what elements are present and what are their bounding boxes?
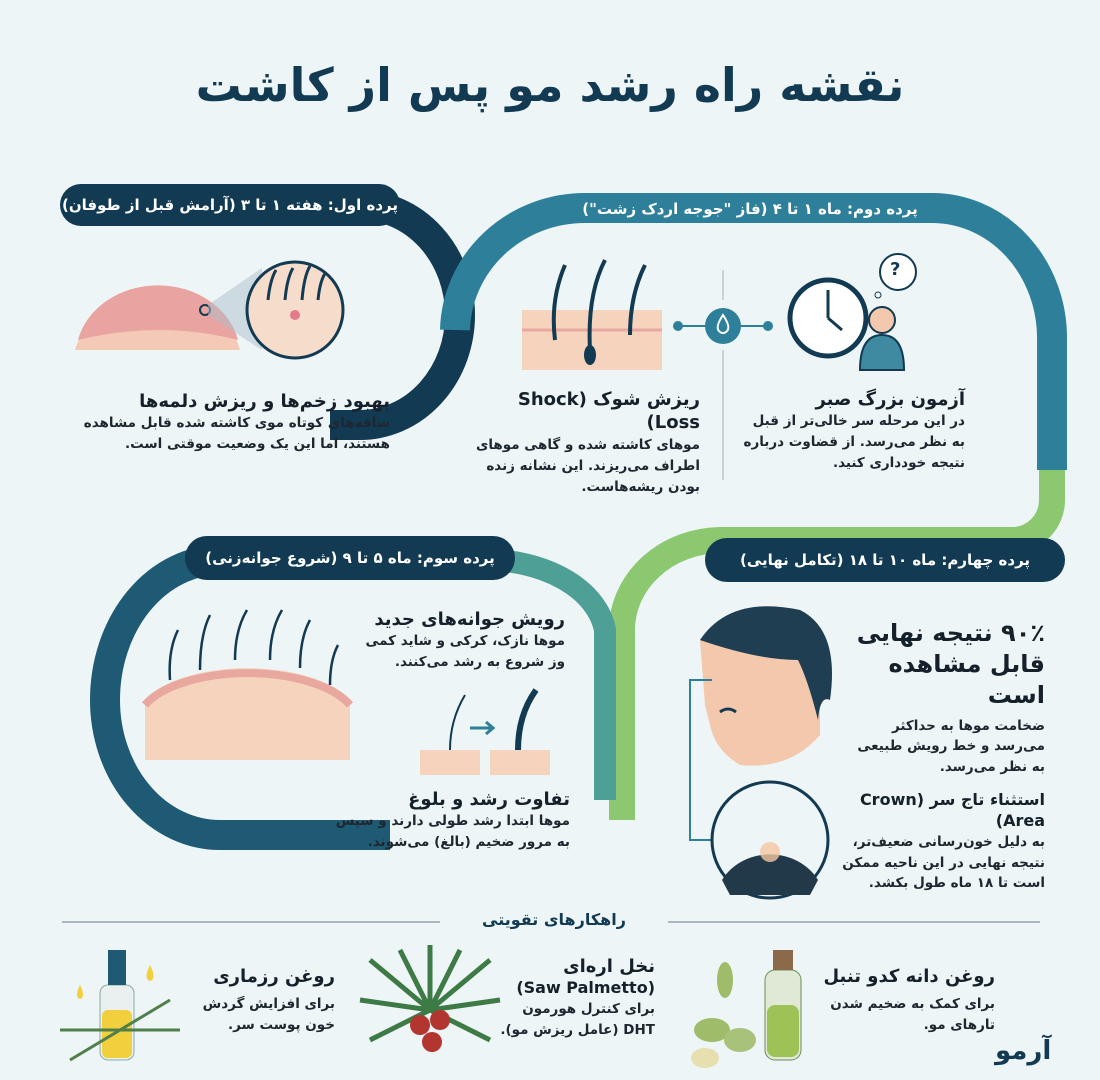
stage1-content: بهبود زخم‌ها و ریزش دلمه‌ها ساقه‌های کوت…	[60, 390, 390, 455]
stage3-sprouting: رویش جوانه‌های جدید موها نازک، کرکی و شا…	[365, 608, 565, 673]
stage2-patience: آزمون بزرگ صبر در این مرحله سر خالی‌تر ا…	[740, 388, 965, 474]
tip-rosemary-oil: روغن رزماری برای افزایش گردش خون پوست سر…	[190, 965, 335, 1036]
result-heading: ۹۰٪ نتیجه نهایی قابل مشاهده است	[856, 619, 1045, 710]
sprouting-heading: رویش جوانه‌های جدید	[374, 609, 565, 630]
rosemary-oil-illustration	[60, 950, 180, 1062]
result-text: ضخامت موها به حداکثر می‌رسد و خط رویش طب…	[857, 717, 1045, 776]
tip-text: برای افزایش گردش خون پوست سر.	[202, 996, 335, 1034]
stage4-arc	[609, 470, 1065, 820]
tip-text: برای کنترل هورمون DHT (عامل ریزش مو).	[500, 1001, 655, 1039]
patience-heading: آزمون بزرگ صبر	[815, 389, 965, 410]
stage4-crown: استثناء تاج سر (Crown Area) به دلیل خون‌…	[820, 790, 1045, 894]
crown-text: به دلیل خون‌رسانی ضعیف‌تر، نتیجه نهایی د…	[842, 833, 1045, 892]
pumpkin-seed-oil-illustration	[691, 950, 802, 1068]
sprouting-scalp-illustration	[141, 609, 354, 760]
stage2-label: پرده دوم: ماه ۱ تا ۴ (فاز "جوجه اردک زشت…	[582, 200, 918, 218]
tip-name: روغن دانه کدو تنبل	[823, 966, 995, 987]
stage4-result: ۹۰٪ نتیجه نهایی قابل مشاهده است ضخامت مو…	[840, 618, 1045, 778]
stage3-arc	[89, 545, 390, 850]
shock-loss-heading: ریزش شوک (Shock Loss)	[517, 389, 700, 434]
stage2-shock-loss: ریزش شوک (Shock Loss) موهای کاشته شده و …	[475, 388, 700, 498]
crown-area-illustration	[710, 780, 830, 900]
page-title: نقشه راه رشد مو پس از کاشت	[195, 58, 905, 112]
stage1-heading: بهبود زخم‌ها و ریزش دلمه‌ها	[139, 391, 390, 412]
sprouting-text: موها نازک، کرکی و شاید کمی وز شروع به رش…	[365, 633, 565, 671]
stage3-maturation: تفاوت رشد و بلوغ موها ابتدا رشد طولی دار…	[330, 788, 570, 853]
saw-palmetto-illustration	[359, 945, 501, 1052]
hair-maturation-illustration	[420, 688, 550, 775]
shock-loss-text: موهای کاشته شده و گاهی موهای اطراف می‌ری…	[475, 436, 700, 495]
tip-subname: (Saw Palmetto)	[516, 978, 655, 998]
patience-text: در این مرحله سر خالی‌تر از قبل به نظر می…	[743, 413, 965, 472]
stage1-label: پرده اول: هفته ۱ تا ۳ (آرامش قبل از طوفا…	[60, 184, 400, 226]
maturation-text: موها ابتدا رشد طولی دارند و سپس به مرور …	[335, 813, 570, 851]
stage2-arc	[440, 192, 1068, 470]
tip-name: روغن رزماری	[213, 966, 335, 987]
crown-heading: استثناء تاج سر (Crown Area)	[859, 790, 1045, 830]
tip-text: برای کمک به ضخیم شدن تارهای مو.	[830, 996, 995, 1034]
tips-title: راهکارهای تقویتی	[482, 910, 626, 929]
shock-loss-illustration	[522, 259, 662, 370]
man-head-illustration	[689, 606, 832, 841]
maturation-heading: تفاوت رشد و بلوغ	[408, 789, 570, 810]
stage3-label: پرده سوم: ماه ۵ تا ۹ (شروع جوانه‌زنی)	[185, 536, 515, 580]
divider-drop	[673, 270, 773, 480]
stage1-text: ساقه‌های کوتاه موی کاشته شده قابل مشاهده…	[83, 415, 390, 453]
brand-logo: آرمو	[995, 1036, 1052, 1066]
clock-thinker-illustration	[787, 253, 917, 371]
tip-saw-palmetto: نخل اره‌ای (Saw Palmetto) برای کنترل هور…	[500, 955, 655, 1041]
scalp-healing-illustration	[75, 260, 345, 360]
tip-name: نخل اره‌ای	[563, 956, 655, 977]
tip-pumpkin-seed-oil: روغن دانه کدو تنبل برای کمک به ضخیم شدن …	[810, 965, 995, 1036]
stage4-label: پرده چهارم: ماه ۱۰ تا ۱۸ (تکامل نهایی)	[705, 538, 1065, 582]
question-mark-icon: ?	[890, 259, 901, 280]
